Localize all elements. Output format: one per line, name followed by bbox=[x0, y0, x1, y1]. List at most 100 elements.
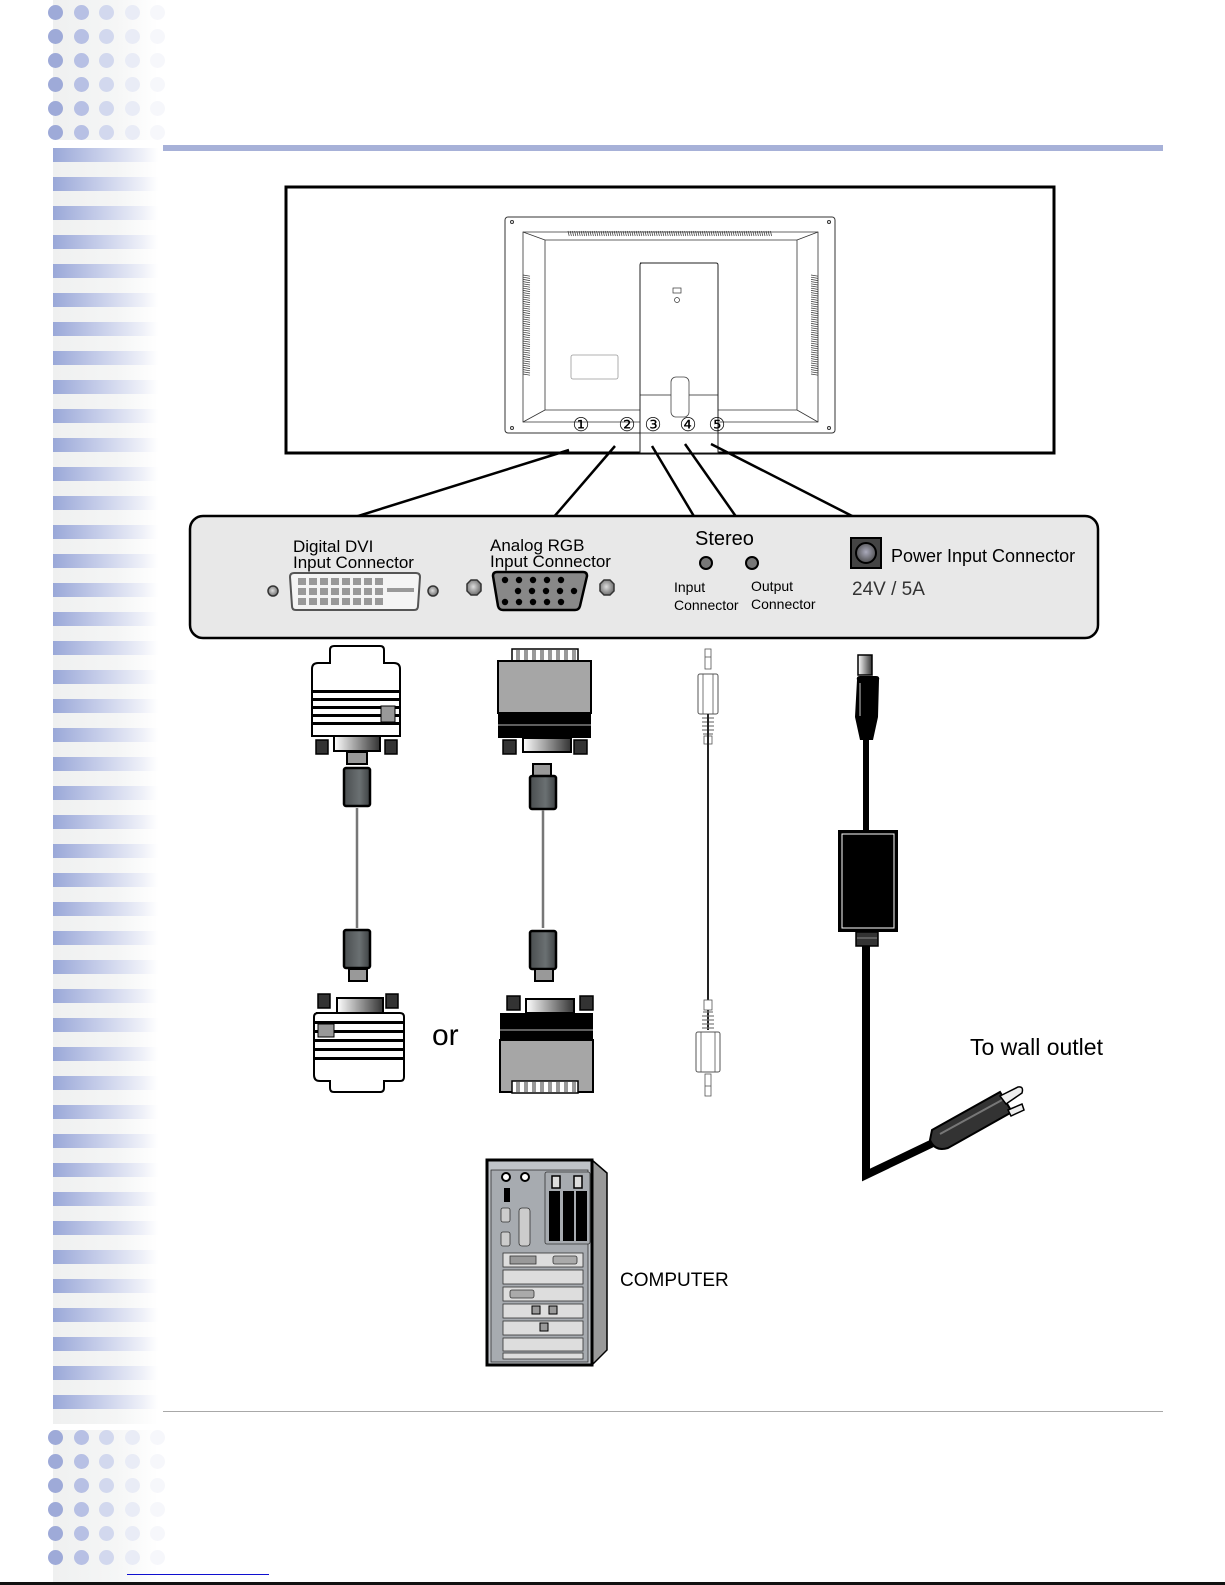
stereo-input-label-line1: Input bbox=[674, 579, 706, 595]
power-label: Power Input Connector bbox=[891, 546, 1076, 566]
decorative-dot bbox=[124, 1478, 140, 1493]
vent-slot bbox=[810, 287, 819, 290]
vga-pin bbox=[556, 587, 564, 595]
decorative-dot bbox=[150, 1526, 165, 1541]
vent-slot bbox=[682, 230, 684, 237]
computer-tower bbox=[485, 1158, 608, 1367]
decorative-dot bbox=[99, 5, 114, 20]
decorative-stripe bbox=[53, 264, 158, 278]
rgb-label-line2: Input Connector bbox=[490, 552, 611, 571]
decorative-dot bbox=[99, 53, 114, 68]
dvi-pins bbox=[298, 578, 383, 605]
vent-slot bbox=[688, 230, 691, 237]
decorative-stripe bbox=[53, 1337, 158, 1351]
vent-slot bbox=[726, 230, 728, 237]
dvi-pin bbox=[353, 598, 361, 605]
decorative-stripe-gap bbox=[53, 539, 158, 554]
decorative-stripe-gap bbox=[53, 858, 158, 873]
decorative-dot bbox=[150, 1454, 165, 1469]
vent-slot bbox=[522, 294, 531, 297]
vent-slot bbox=[810, 303, 819, 306]
vga-pin bbox=[529, 576, 537, 584]
decorative-stripe-gap bbox=[53, 510, 158, 525]
vent-slot bbox=[572, 230, 574, 237]
vent-slot bbox=[631, 230, 634, 237]
vent-slot bbox=[810, 329, 819, 332]
decorative-dot bbox=[150, 1430, 165, 1445]
decorative-stripe-gap bbox=[53, 771, 158, 786]
decorative-stripe bbox=[53, 1192, 158, 1206]
vent-slot bbox=[596, 230, 599, 237]
vent-slot bbox=[810, 336, 819, 339]
power-cable bbox=[838, 654, 937, 1182]
vent-slot bbox=[567, 230, 570, 237]
vent-slot bbox=[686, 230, 689, 237]
decorative-stripe-gap bbox=[53, 307, 158, 322]
vent-slot bbox=[627, 230, 629, 237]
decorative-stripe-gap bbox=[53, 829, 158, 844]
decorative-stripe-gap bbox=[53, 423, 158, 438]
vent-slot bbox=[732, 230, 735, 237]
decorative-dot bbox=[48, 53, 63, 68]
vent-slot bbox=[655, 230, 658, 237]
callout-4: ④ bbox=[679, 414, 696, 436]
decorative-dot bbox=[48, 1550, 63, 1565]
decorative-stripe-gap bbox=[53, 742, 158, 757]
decorative-stripe-gap bbox=[53, 1264, 158, 1279]
decorative-stripe-gap bbox=[53, 481, 158, 496]
connector-tooth bbox=[540, 650, 544, 660]
decorative-dot bbox=[124, 77, 140, 92]
decorative-stripe-gap bbox=[53, 220, 158, 235]
vga-pin bbox=[542, 587, 550, 595]
vent-slot bbox=[810, 279, 819, 281]
vent-slot bbox=[522, 301, 531, 303]
vent-slot bbox=[522, 274, 531, 277]
connector-tooth bbox=[564, 1082, 568, 1092]
footer-link-underline[interactable] bbox=[127, 1574, 269, 1575]
vent-slot bbox=[810, 301, 819, 303]
decorative-stripe bbox=[53, 148, 158, 162]
vent-slot bbox=[638, 230, 640, 237]
decorative-stripe bbox=[53, 873, 158, 887]
vent-slot bbox=[810, 347, 819, 350]
vent-slot bbox=[810, 314, 819, 317]
side-vents bbox=[522, 274, 819, 376]
decorative-dot bbox=[99, 1478, 114, 1493]
connector-tooth bbox=[556, 650, 560, 660]
decorative-stripe bbox=[53, 757, 158, 771]
vent-slot bbox=[810, 274, 819, 277]
decorative-stripe bbox=[53, 438, 158, 452]
decorative-stripe bbox=[53, 1308, 158, 1322]
decorative-dot bbox=[48, 1430, 63, 1445]
decorative-dot bbox=[73, 77, 89, 92]
decorative-dot bbox=[150, 77, 165, 92]
vent-slot bbox=[607, 230, 610, 237]
stereo-jacks bbox=[699, 556, 759, 570]
vent-slot bbox=[717, 230, 720, 237]
vent-slot bbox=[810, 369, 819, 372]
vent-slot bbox=[522, 325, 531, 328]
vent-slot bbox=[522, 327, 531, 330]
decorative-stripe-gap bbox=[53, 249, 158, 264]
leader-line-5 bbox=[710, 442, 857, 520]
dvi-pin bbox=[342, 578, 350, 585]
decorative-dot bbox=[99, 101, 114, 116]
vent-slot bbox=[750, 230, 753, 237]
decorative-stripe-gap bbox=[53, 1206, 158, 1221]
decorative-dot bbox=[124, 29, 140, 44]
computer-label: COMPUTER bbox=[620, 1270, 729, 1291]
decorative-dot bbox=[48, 1502, 63, 1517]
vent-slot bbox=[752, 230, 755, 237]
decorative-stripe bbox=[53, 612, 158, 626]
decorative-dot bbox=[48, 29, 63, 44]
vent-slot bbox=[664, 230, 667, 237]
vent-slot bbox=[728, 230, 731, 237]
vent-slot bbox=[522, 334, 531, 336]
vent-slot bbox=[600, 230, 603, 237]
vent-slot bbox=[810, 307, 819, 310]
vent-slot bbox=[522, 320, 531, 323]
decorative-dot bbox=[150, 101, 165, 116]
vent-slot bbox=[576, 230, 579, 237]
decorative-dot bbox=[99, 125, 114, 140]
